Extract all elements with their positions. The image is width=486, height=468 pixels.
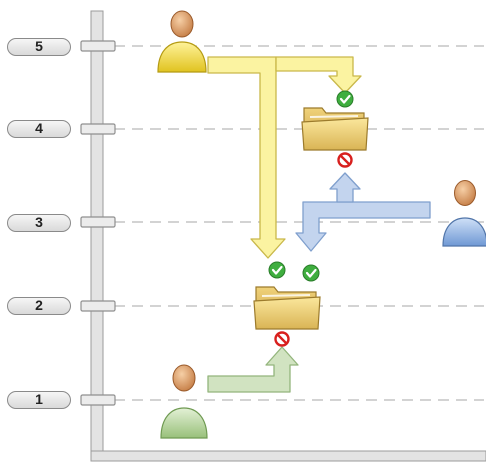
check-icon (336, 90, 354, 108)
tick-3 (80, 216, 116, 228)
yellow-arrow-to-level-4 (275, 56, 362, 94)
folder-icon[interactable] (301, 107, 369, 151)
level-5-label: 5 (7, 38, 71, 56)
user-green-icon (160, 364, 208, 439)
user-yellow-icon (157, 10, 207, 73)
check-icon (302, 264, 320, 282)
user-blue-icon (442, 180, 486, 247)
level-2-label: 2 (7, 297, 71, 315)
level-3-label: 3 (7, 214, 71, 232)
horizontal-axis (90, 450, 486, 462)
blue-access-arrows (295, 172, 431, 252)
yellow-arrow-to-level-2 (207, 56, 286, 259)
check-icon (268, 261, 286, 279)
no-entry-icon (274, 331, 290, 347)
tick-5 (80, 40, 116, 52)
axis-ticks (80, 40, 116, 406)
tick-1 (80, 394, 116, 406)
level-1-label: 1 (7, 391, 71, 409)
level-gridlines (114, 45, 484, 401)
vertical-axis (90, 10, 104, 458)
tick-4 (80, 123, 116, 135)
yellow-access-arrows (207, 56, 362, 259)
blue-arrow-to-level-2 (295, 201, 431, 252)
folder-icon[interactable] (253, 286, 321, 330)
level-4-label: 4 (7, 120, 71, 138)
green-access-arrow (207, 346, 299, 393)
blue-arrow-to-level-4 (329, 172, 361, 203)
no-entry-icon (337, 152, 353, 168)
tick-2 (80, 300, 116, 312)
